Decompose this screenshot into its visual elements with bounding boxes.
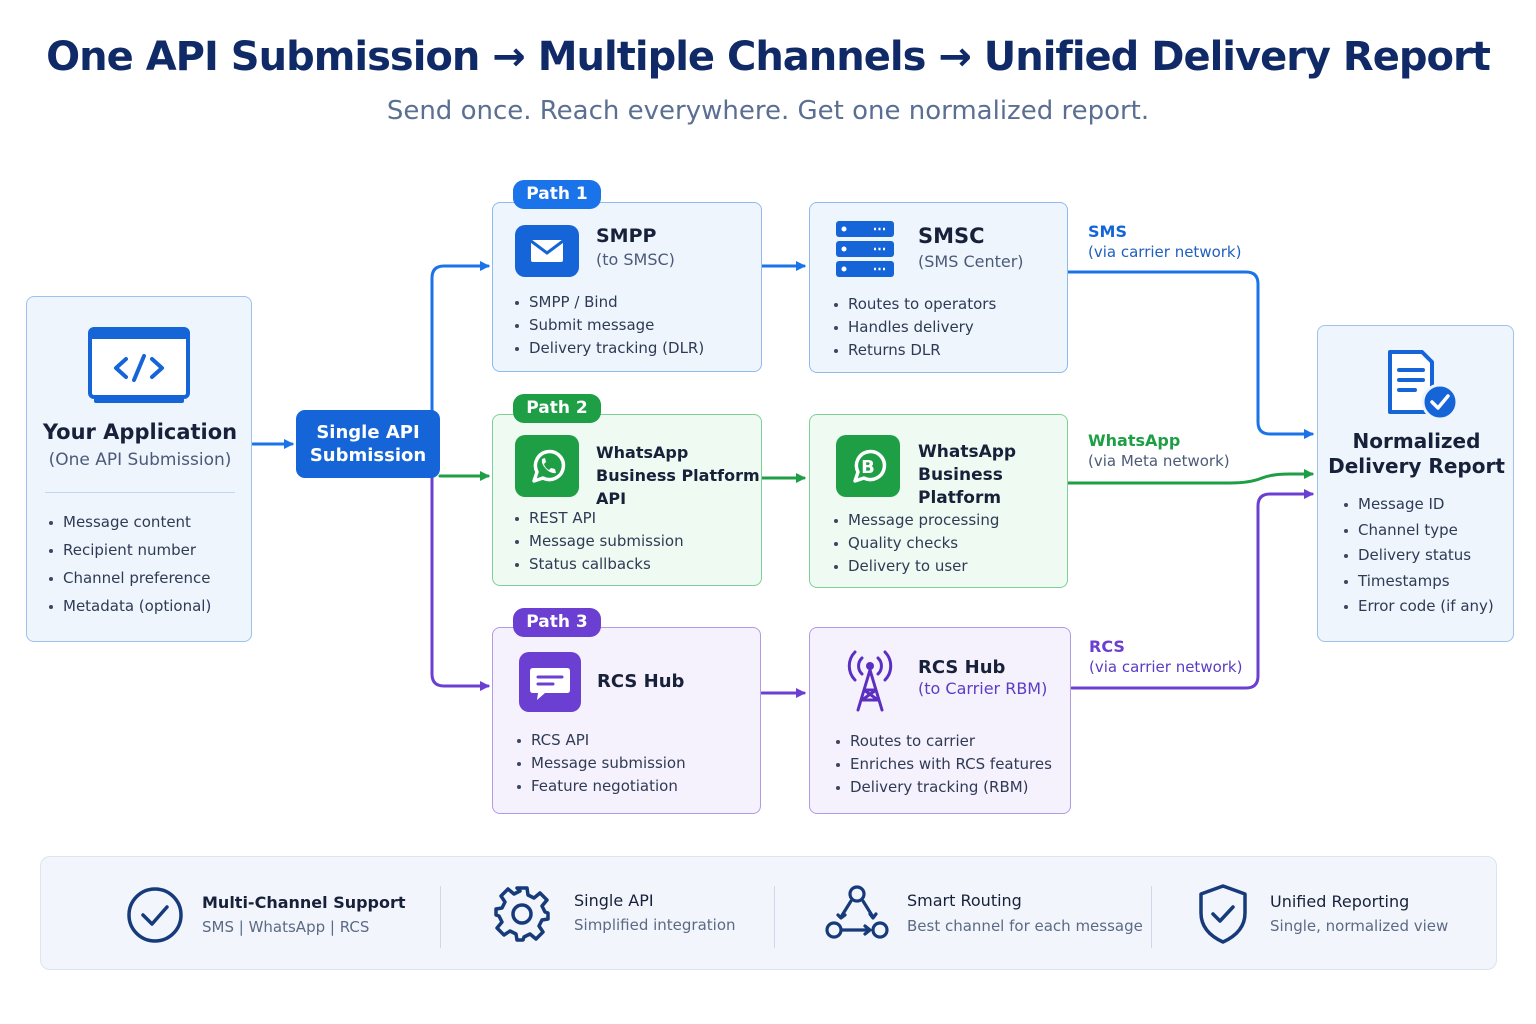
smpp-title: SMPP [596,225,657,247]
features-divider [774,886,775,948]
feature-unified-reporting-sub: Single, normalized view [1270,917,1449,935]
list-item: Status callbacks [513,553,684,576]
list-item: Feature negotiation [515,775,686,798]
list-item: Metadata (optional) [47,595,211,623]
list-item: Message submission [513,530,684,553]
report-title: Normalized Delivery Report [1328,429,1505,478]
channel-sms-via: (via carrier network) [1088,243,1242,261]
gear-icon [494,886,550,942]
server-icon [836,221,894,277]
check-circle-icon [127,887,183,943]
list-item: Channel type [1342,519,1494,545]
channel-sms-label: SMS [1088,222,1127,241]
app-divider [45,492,235,493]
list-item: Delivery status [1342,544,1494,570]
smpp-subtitle: (to SMSC) [596,250,675,269]
feature-multichannel-sub: SMS | WhatsApp | RCS [202,918,370,936]
list-item: SMPP / Bind [513,291,704,314]
channel-rcs-label: RCS [1089,637,1125,656]
whatsapp-business-platform-title: WhatsApp Business Platform [918,442,1017,508]
channel-whatsapp-label: WhatsApp [1088,431,1181,450]
path-1-label: Path 1 [513,180,601,209]
list-item: Delivery to user [832,555,999,578]
list-item: Delivery tracking (RBM) [834,776,1052,799]
svg-text:B: B [861,457,875,478]
feature-smart-routing-sub: Best channel for each message [907,917,1143,935]
smpp-card: SMPP (to SMSC) SMPP / Bind Submit messag… [492,202,762,372]
list-item: Routes to operators [832,293,996,316]
whatsapp-business-platform-items: Message processing Quality checks Delive… [832,509,999,578]
single-api-submission-node: Single API Submission [296,410,440,478]
rcs-api-card: RCS Hub RCS API Message submission Featu… [492,627,761,814]
rcs-hub-items: Routes to carrier Enriches with RCS feat… [834,730,1052,799]
list-item: Handles delivery [832,316,996,339]
whatsapp-api-card: WhatsApp Business Platform API REST API … [492,414,762,586]
list-item: Message processing [832,509,999,532]
channel-rcs-via: (via carrier network) [1089,658,1243,676]
whatsapp-business-icon: B [836,435,900,497]
arrow-api-to-rcs [430,476,490,691]
path-2-label: Path 2 [513,394,601,423]
rcs-api-title: RCS Hub [597,671,685,692]
feature-multichannel-title: Multi-Channel Support [202,893,406,912]
whatsapp-api-title: WhatsApp Business Platform API [596,443,760,508]
list-item: Returns DLR [832,339,996,362]
features-divider [1151,886,1152,948]
whatsapp-api-items: REST API Message submission Status callb… [513,507,684,576]
document-check-icon [1388,350,1459,421]
features-divider [440,886,441,948]
rcs-hub-card: RCS Hub (to Carrier RBM) Routes to carri… [809,627,1071,814]
report-items: Message ID Channel type Delivery status … [1342,493,1494,621]
whatsapp-business-platform-card: B WhatsApp Business Platform Message pro… [809,414,1068,588]
smsc-subtitle: (SMS Center) [918,252,1024,271]
list-item: Quality checks [832,532,999,555]
arrow-rcs-to-report [1070,489,1314,690]
envelope-icon [515,225,579,277]
rcs-hub-subtitle: (to Carrier RBM) [918,679,1048,698]
arrow-sms-to-report [1066,270,1314,439]
normalized-delivery-report-card: Normalized Delivery Report Message ID Ch… [1317,325,1514,642]
antenna-tower-icon [847,650,893,712]
app-subtitle: (One API Submission) [48,450,232,470]
arrow-api-to-smpp [430,261,490,412]
list-item: Message content [47,511,211,539]
chat-bubble-icon [519,652,581,712]
list-item: Message submission [515,752,686,775]
smsc-title: SMSC [918,224,985,248]
page-title: One API Submission → Multiple Channels →… [46,34,1491,80]
list-item: Recipient number [47,539,211,567]
app-items: Message content Recipient number Channel… [47,511,211,623]
features-bar [40,856,1497,970]
list-item: Delivery tracking (DLR) [513,337,704,360]
code-monitor-icon [88,327,190,403]
your-application-card: Your Application (One API Submission) Me… [26,296,252,642]
app-title: Your Application [42,420,238,444]
arrow-whatsapp-to-report [1066,469,1314,485]
list-item: Message ID [1342,493,1494,519]
smsc-items: Routes to operators Handles delivery Ret… [832,293,996,362]
feature-smart-routing-title: Smart Routing [907,891,1022,910]
smpp-items: SMPP / Bind Submit message Delivery trac… [513,291,704,360]
list-item: RCS API [515,729,686,752]
shield-check-icon [1199,884,1247,944]
list-item: Timestamps [1342,570,1494,596]
channel-whatsapp-via: (via Meta network) [1088,452,1230,470]
list-item: Error code (if any) [1342,595,1494,621]
feature-single-api-sub: Simplified integration [574,916,736,934]
feature-single-api-title: Single API [574,891,654,910]
list-item: Enriches with RCS features [834,753,1052,776]
routing-nodes-icon [825,885,889,939]
list-item: Submit message [513,314,704,337]
list-item: Channel preference [47,567,211,595]
page-subtitle: Send once. Reach everywhere. Get one nor… [386,96,1150,126]
whatsapp-icon [515,435,579,497]
list-item: Routes to carrier [834,730,1052,753]
rcs-api-items: RCS API Message submission Feature negot… [515,729,686,798]
feature-unified-reporting-title: Unified Reporting [1270,892,1410,911]
list-item: REST API [513,507,684,530]
smsc-card: SMSC (SMS Center) Routes to operators Ha… [809,202,1068,373]
path-3-label: Path 3 [513,608,601,637]
rcs-hub-title: RCS Hub [918,657,1006,678]
